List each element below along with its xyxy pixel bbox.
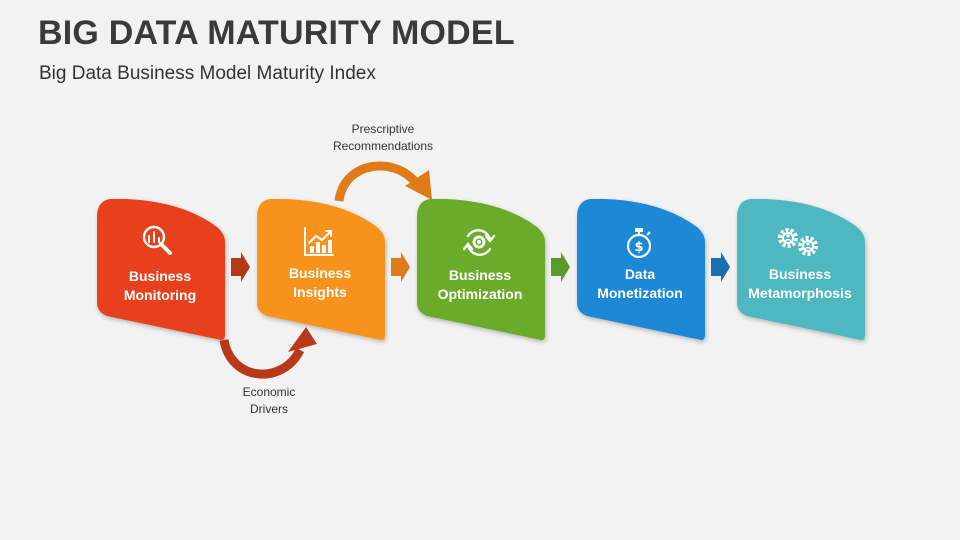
magnifier-chart-icon <box>142 225 172 255</box>
svg-text:$: $ <box>634 240 643 255</box>
growth-chart-icon <box>304 227 334 256</box>
cycle-gear-icon <box>462 229 496 256</box>
stopwatch-dollar-icon: $ <box>626 228 652 259</box>
people-gears-icon <box>778 228 818 256</box>
economic-curved-arrow <box>219 327 317 379</box>
stage-shape-data-monetization <box>577 199 705 341</box>
page-title: BIG DATA MATURITY MODEL <box>38 14 515 52</box>
prescriptive-curved-arrow <box>334 161 432 202</box>
page-subtitle: Big Data Business Model Maturity Index <box>39 63 376 84</box>
stage-shape-business-monitoring <box>97 199 225 341</box>
connector-arrow-4 <box>711 252 730 282</box>
connector-arrow-2 <box>391 252 410 282</box>
connector-arrow-3 <box>551 252 570 282</box>
stage-shape-business-metamorphosis <box>737 199 865 341</box>
stage-shape-business-optimization <box>417 199 545 341</box>
connector-arrow-1 <box>231 252 250 282</box>
stage-shape-business-insights <box>257 199 385 341</box>
